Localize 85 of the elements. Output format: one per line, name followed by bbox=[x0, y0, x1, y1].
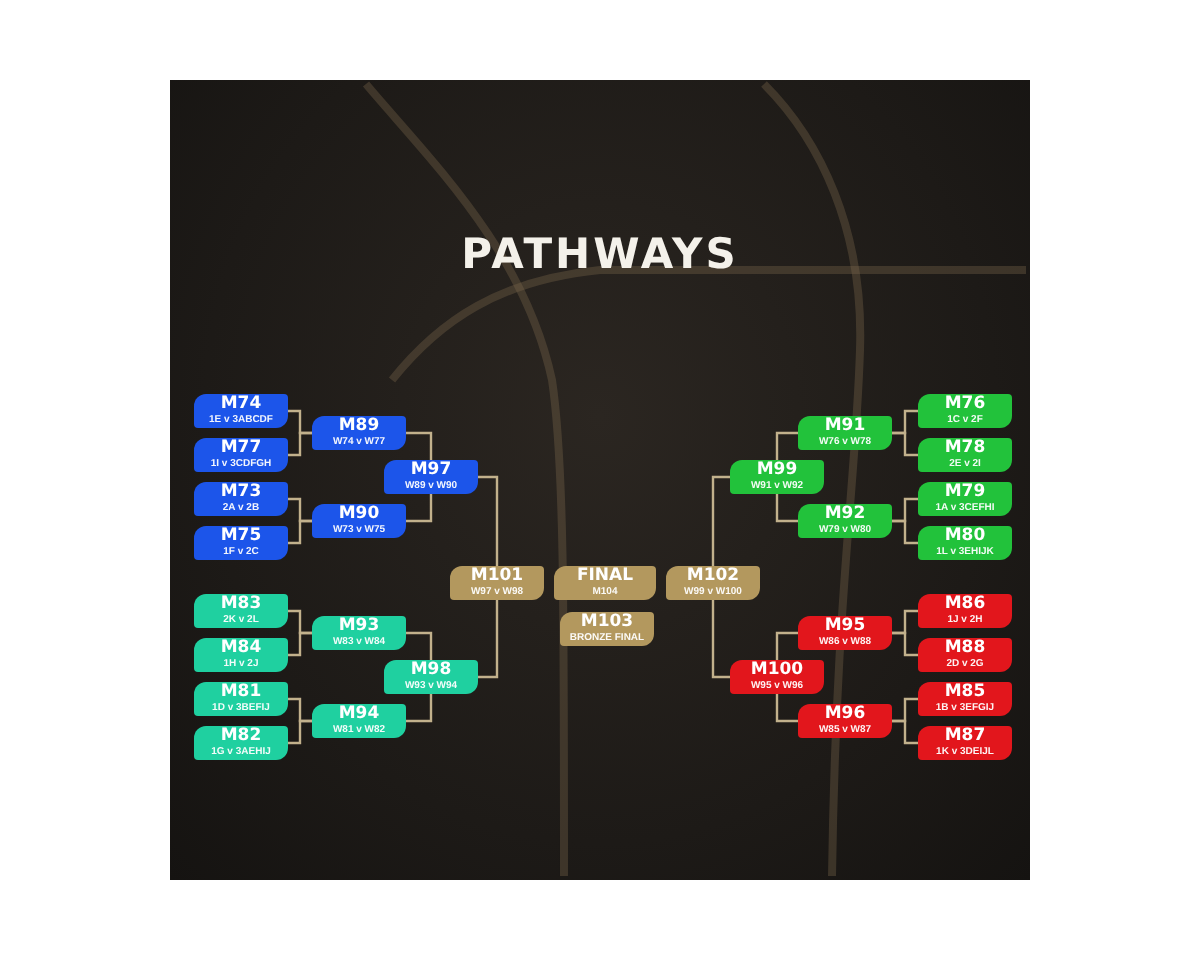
match-title: M97 bbox=[410, 462, 452, 480]
match-box bbox=[384, 460, 478, 494]
bracket-line bbox=[288, 519, 312, 545]
match-box bbox=[918, 526, 1012, 560]
match-title: M84 bbox=[220, 640, 262, 658]
bracket-line bbox=[892, 631, 918, 657]
match-title: M95 bbox=[824, 618, 866, 636]
bracket-line bbox=[478, 475, 499, 566]
match-box bbox=[918, 482, 1012, 516]
match-title: M93 bbox=[338, 618, 380, 636]
bracket-line bbox=[892, 519, 918, 545]
bracket-line bbox=[288, 719, 312, 745]
match-title: M82 bbox=[220, 728, 262, 746]
match-box bbox=[194, 438, 288, 472]
bracket-line bbox=[711, 600, 730, 679]
match-box bbox=[918, 394, 1012, 428]
match-title: M74 bbox=[220, 396, 262, 414]
match-title: M88 bbox=[944, 640, 986, 658]
match-box bbox=[918, 638, 1012, 672]
match-box bbox=[554, 566, 656, 600]
match-box bbox=[560, 612, 654, 646]
match-box bbox=[194, 394, 288, 428]
match-box bbox=[798, 704, 892, 738]
match-box bbox=[798, 416, 892, 450]
bracket-line bbox=[406, 631, 433, 660]
bracket-line bbox=[406, 494, 433, 523]
match-box bbox=[918, 438, 1012, 472]
match-box bbox=[194, 682, 288, 716]
bracket-line bbox=[478, 600, 499, 679]
match-title: M79 bbox=[944, 484, 986, 502]
match-box bbox=[918, 726, 1012, 760]
match-box bbox=[312, 416, 406, 450]
match-title: M100 bbox=[750, 662, 804, 680]
match-title: M91 bbox=[824, 418, 866, 436]
match-title: FINAL bbox=[576, 568, 634, 586]
match-box bbox=[312, 504, 406, 538]
bracket-line bbox=[775, 431, 798, 460]
match-title: M85 bbox=[944, 684, 986, 702]
match-box bbox=[918, 594, 1012, 628]
match-title: M81 bbox=[220, 684, 262, 702]
match-box bbox=[798, 616, 892, 650]
match-title: M78 bbox=[944, 440, 986, 458]
match-title: M94 bbox=[338, 706, 380, 724]
bracket-line bbox=[775, 494, 798, 523]
bracket-line bbox=[406, 431, 433, 460]
bracket-line bbox=[406, 694, 433, 723]
match-title: M86 bbox=[944, 596, 986, 614]
match-title: M73 bbox=[220, 484, 262, 502]
match-box bbox=[666, 566, 760, 600]
match-title: M89 bbox=[338, 418, 380, 436]
match-box bbox=[798, 504, 892, 538]
match-title: M102 bbox=[686, 568, 740, 586]
match-title: M103 bbox=[580, 614, 634, 632]
match-title: M90 bbox=[338, 506, 380, 524]
match-title: M77 bbox=[220, 440, 262, 458]
match-box bbox=[730, 660, 824, 694]
match-box bbox=[450, 566, 544, 600]
match-box bbox=[194, 526, 288, 560]
match-box bbox=[384, 660, 478, 694]
match-title: M87 bbox=[944, 728, 986, 746]
match-title: M75 bbox=[220, 528, 262, 546]
bracket-line bbox=[775, 694, 798, 723]
match-box bbox=[312, 704, 406, 738]
match-box bbox=[312, 616, 406, 650]
match-box bbox=[194, 594, 288, 628]
title: PATHWAYS bbox=[461, 232, 739, 276]
bracket-line bbox=[892, 431, 918, 457]
match-title: M76 bbox=[944, 396, 986, 414]
match-title: M92 bbox=[824, 506, 866, 524]
match-box bbox=[194, 638, 288, 672]
bracket-line bbox=[288, 431, 312, 457]
match-box bbox=[918, 682, 1012, 716]
match-box bbox=[194, 482, 288, 516]
match-title: M96 bbox=[824, 706, 866, 724]
match-title: M101 bbox=[470, 568, 524, 586]
match-box bbox=[194, 726, 288, 760]
match-title: M99 bbox=[756, 462, 798, 480]
match-box bbox=[730, 460, 824, 494]
match-title: M80 bbox=[944, 528, 986, 546]
bracket-line bbox=[775, 631, 798, 660]
match-title: M98 bbox=[410, 662, 452, 680]
bracket-line bbox=[288, 631, 312, 657]
match-title: M83 bbox=[220, 596, 262, 614]
bracket-line bbox=[892, 719, 918, 745]
bracket-line bbox=[711, 475, 730, 566]
